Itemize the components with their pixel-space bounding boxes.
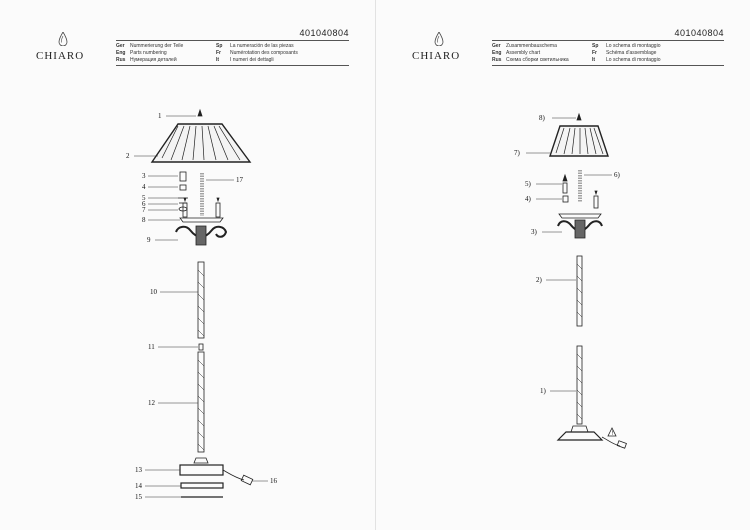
chiaro-logo-icon xyxy=(434,32,444,46)
step-label: 7) xyxy=(514,149,520,157)
step-label: 1) xyxy=(540,387,546,395)
step-label: 6) xyxy=(614,171,620,179)
document-number: 401040804 xyxy=(674,28,724,38)
part-label: 14 xyxy=(135,482,142,490)
part-label: 1 xyxy=(158,112,162,120)
step-label: 4) xyxy=(525,195,531,203)
part-label: 7 xyxy=(142,206,146,214)
part-label: 15 xyxy=(135,493,142,501)
step-label: 3) xyxy=(531,228,537,236)
part-label: 2 xyxy=(126,152,130,160)
header-rule-bottom xyxy=(492,65,724,66)
part-label: 16 xyxy=(270,477,277,485)
header-rule-bottom xyxy=(116,65,349,66)
part-label: 3 xyxy=(142,172,146,180)
part-label: 10 xyxy=(150,288,157,296)
part-label: 5 xyxy=(142,194,146,202)
assembly-diagram: ! xyxy=(526,112,627,449)
document-number: 401040804 xyxy=(299,28,349,38)
chiaro-logo-icon xyxy=(58,32,68,46)
part-label: 6 xyxy=(142,200,146,208)
step-label: 8) xyxy=(539,114,545,122)
exploded-parts-diagram xyxy=(134,108,268,498)
part-label: 12 xyxy=(148,399,155,407)
part-label: 11 xyxy=(148,343,155,351)
step-label: 5) xyxy=(525,180,531,188)
brand-name: CHIARO xyxy=(36,50,85,62)
step-label: 2) xyxy=(536,276,542,284)
part-label: 17 xyxy=(236,176,243,184)
svg-text:!: ! xyxy=(612,431,614,437)
header-rule xyxy=(492,40,724,41)
part-label: 9 xyxy=(147,236,151,244)
brand-name: CHIARO xyxy=(412,50,461,62)
part-label: 13 xyxy=(135,466,142,474)
part-label: 8 xyxy=(142,216,146,224)
header-rule xyxy=(116,40,349,41)
part-label: 4 xyxy=(142,183,146,191)
